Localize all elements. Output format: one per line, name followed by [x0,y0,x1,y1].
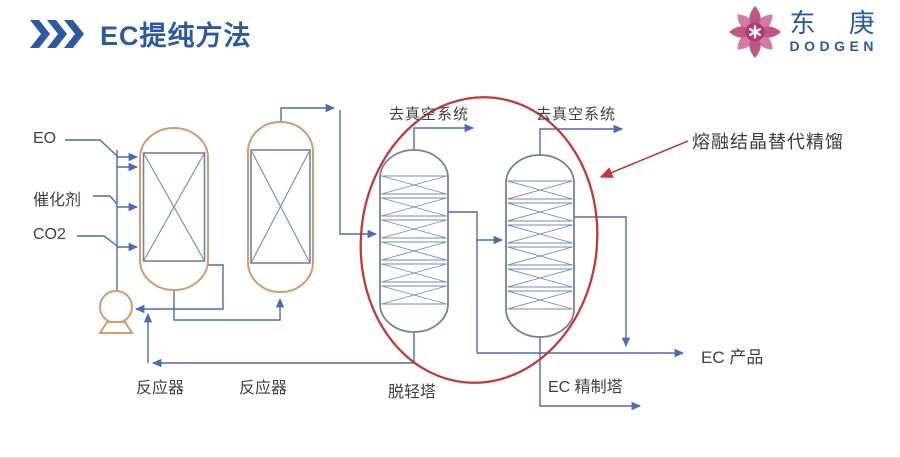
reactor1-vessel [139,127,209,291]
highlight-ellipse [359,96,599,384]
reactor2-label: 反应器 [239,380,288,397]
logo-flower-icon [728,6,781,58]
eo-line [65,139,118,157]
column1-vacuum-line [413,123,475,150]
reactor2-vessel [247,121,314,293]
column1-feed-line [339,110,378,239]
eo-label: EO [33,130,57,147]
column2-vessel [505,154,575,338]
logo-text: 东 庚 DODGEN [789,8,878,55]
co2-label: CO2 [33,226,66,243]
column1-bottoms-line [151,332,415,368]
column1-to-column2-line [448,211,504,245]
column2-label: EC 精制塔 [548,379,623,396]
page-title: EC提纯方法 [100,21,252,51]
vacuum1-label: 去真空系统 [389,106,470,123]
column2-packing [507,180,573,310]
reactor1-label: 反应器 [136,380,185,397]
logo-en-text: DODGEN [789,38,878,55]
pump-icon [98,290,134,334]
ec-product-label: EC 产品 [701,348,764,367]
catalyst-label: 催化剂 [33,192,82,209]
logo: 东 庚 DODGEN [728,5,878,59]
column2-sidedraw-line [574,216,631,348]
reactor1-pump-recycle-line [134,264,224,314]
column1-packing [381,175,447,305]
reactor1-to-reactor2-line [173,290,285,321]
logo-cn-text: 东 庚 [789,8,875,38]
reactor2-overhead-line [280,103,336,122]
catalyst-line [93,195,118,205]
triple-chevron-icon [30,19,84,48]
annotation-label: 熔融结晶替代精馏 [692,132,844,152]
column1-label: 脱轻塔 [388,384,437,401]
annotation-pointer-arrow [599,140,689,178]
column2-vacuum-line [539,124,624,155]
header: EC提纯方法 [30,14,252,53]
column1-vessel [379,149,449,333]
co2-line [77,235,118,247]
vacuum2-label: 去真空系统 [536,106,617,123]
